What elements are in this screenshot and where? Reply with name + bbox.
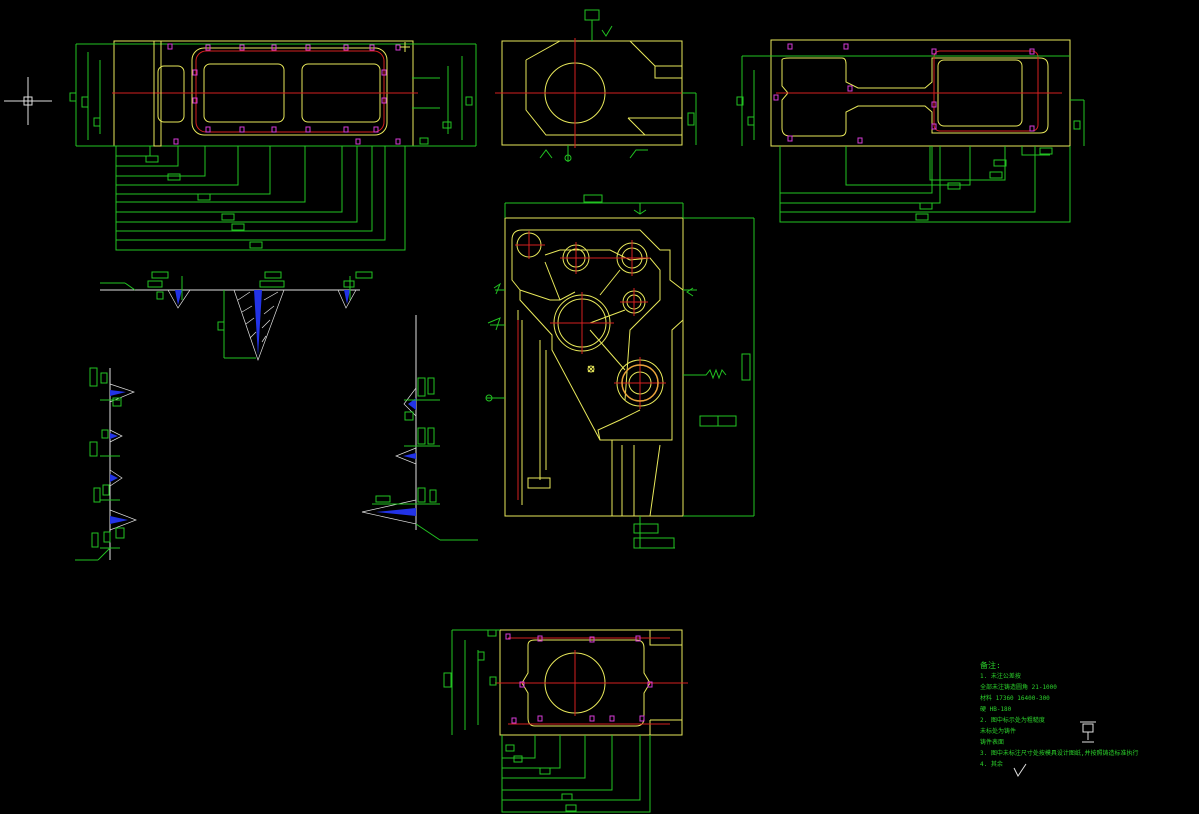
datum-box-icon bbox=[1080, 721, 1096, 743]
section-detail-top bbox=[100, 271, 373, 362]
note-line: 硬 HB-180 bbox=[980, 706, 1012, 713]
top-left-plan-view bbox=[69, 40, 477, 251]
note-line: 4. 其余 bbox=[980, 761, 1003, 768]
note-line: 1. 未注公差按 bbox=[980, 673, 1021, 680]
note-line: 铸件表面 bbox=[980, 739, 1005, 746]
section-detail-left bbox=[75, 367, 137, 561]
note-line: 3. 图中未标注尺寸处按模具设计图纸,并按照铸造标准执行 bbox=[980, 750, 1139, 757]
note-line: 全部未注铸造圆角 21-1000 bbox=[980, 684, 1057, 691]
note-line: 2. 图中标示处为粗糙度 bbox=[980, 717, 1045, 724]
top-middle-side-view bbox=[495, 9, 697, 162]
top-right-plan-view bbox=[736, 39, 1085, 223]
crosshair-cursor-icon bbox=[4, 77, 52, 125]
main-front-view bbox=[485, 194, 755, 549]
surface-roughness-icon bbox=[539, 25, 648, 159]
note-line: 未标处为铸件 bbox=[980, 728, 1017, 735]
section-detail-right bbox=[361, 315, 478, 541]
note-line: 材料 17360 16400-300 bbox=[980, 695, 1050, 702]
notes-title: 备注: bbox=[980, 661, 1001, 670]
bottom-view bbox=[443, 629, 688, 813]
technical-notes: 备注: 1. 未注公差按 全部未注铸造圆角 21-1000 材料 17360 1… bbox=[980, 660, 1180, 770]
surface-roughness-icon bbox=[1013, 763, 1027, 777]
